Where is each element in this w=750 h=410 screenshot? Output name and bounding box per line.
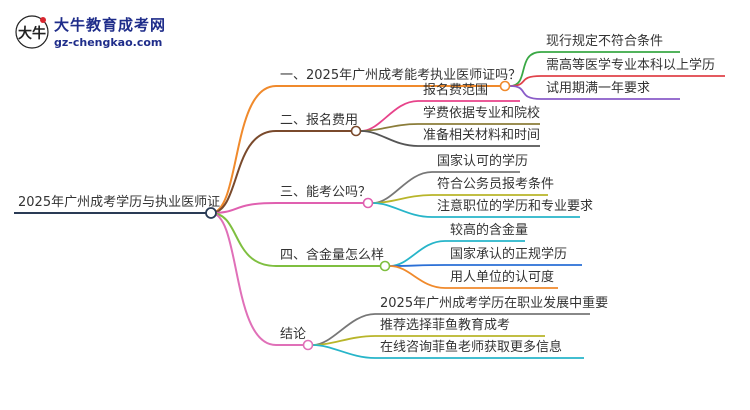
branch-node-1 [499,80,511,92]
child-label-2-1: 报名费范围 [423,83,489,98]
child-label-3-3: 注意职位的学历和专业要求 [437,199,594,214]
logo-mark-text: 大牛 [18,25,46,42]
child-connector-3-3 [372,202,433,218]
branch-connector-1 [210,85,277,214]
branch-node-2 [350,125,362,137]
branch-node-3 [362,197,374,209]
logo-mark-icon: 大牛 [15,15,49,49]
child-connector-5-2 [312,335,376,346]
child-connector-1-3 [509,85,542,100]
root-node-label: 2025年广州成考学历与执业医师证 [18,195,221,210]
child-label-3-2: 符合公务员报考条件 [437,177,555,192]
child-label-5-2: 推荐选择菲鱼教育成考 [380,318,511,333]
logo-url: gz-chengkao.com [54,36,163,49]
child-connector-4-3 [389,265,446,289]
branch-connector-5 [210,212,277,346]
child-label-1-3: 试用期满一年要求 [546,81,651,96]
child-connector-4-2 [389,264,446,267]
branch-connector-4 [210,212,277,267]
branch-label-1: 一、2025年广州成考能考执业医师证吗？ [280,68,522,83]
child-connector-5-3 [312,344,376,359]
child-connector-3-2 [372,194,433,204]
branch-label-3: 三、能考公吗？ [280,185,372,200]
child-connector-2-2 [360,123,419,132]
logo-title: 大牛教育成考网 [54,16,167,34]
child-label-1-1: 现行规定不符合条件 [546,34,664,49]
branch-label-5: 结论 [280,327,307,342]
branch-node-4 [379,260,391,272]
child-label-3-1: 国家认可的学历 [437,154,529,169]
branch-connector-3 [210,202,277,214]
child-label-1-2: 需高等医学专业本科以上学历 [546,58,716,73]
child-connector-2-3 [360,130,419,147]
child-label-2-3: 准备相关材料和时间 [423,128,541,143]
branch-label-2: 二、报名费用 [280,113,359,128]
site-logo: 大牛 大牛教育成考网 gz-chengkao.com [14,12,184,56]
branch-node-5 [302,339,314,351]
root-node [205,207,217,219]
child-label-4-1: 较高的含金量 [450,223,529,238]
child-label-2-2: 学费依据专业和院校 [423,106,541,121]
branch-connector-2 [210,130,277,214]
branch-label-4: 四、含金量怎么样 [280,248,385,263]
child-label-5-1: 2025年广州成考学历在职业发展中重要 [380,296,609,311]
child-label-4-2: 国家承认的正规学历 [450,247,568,262]
child-connector-4-1 [389,240,446,267]
child-label-4-3: 用人单位的认可度 [450,270,555,285]
child-label-5-3: 在线咨询菲鱼老师获取更多信息 [380,340,563,355]
